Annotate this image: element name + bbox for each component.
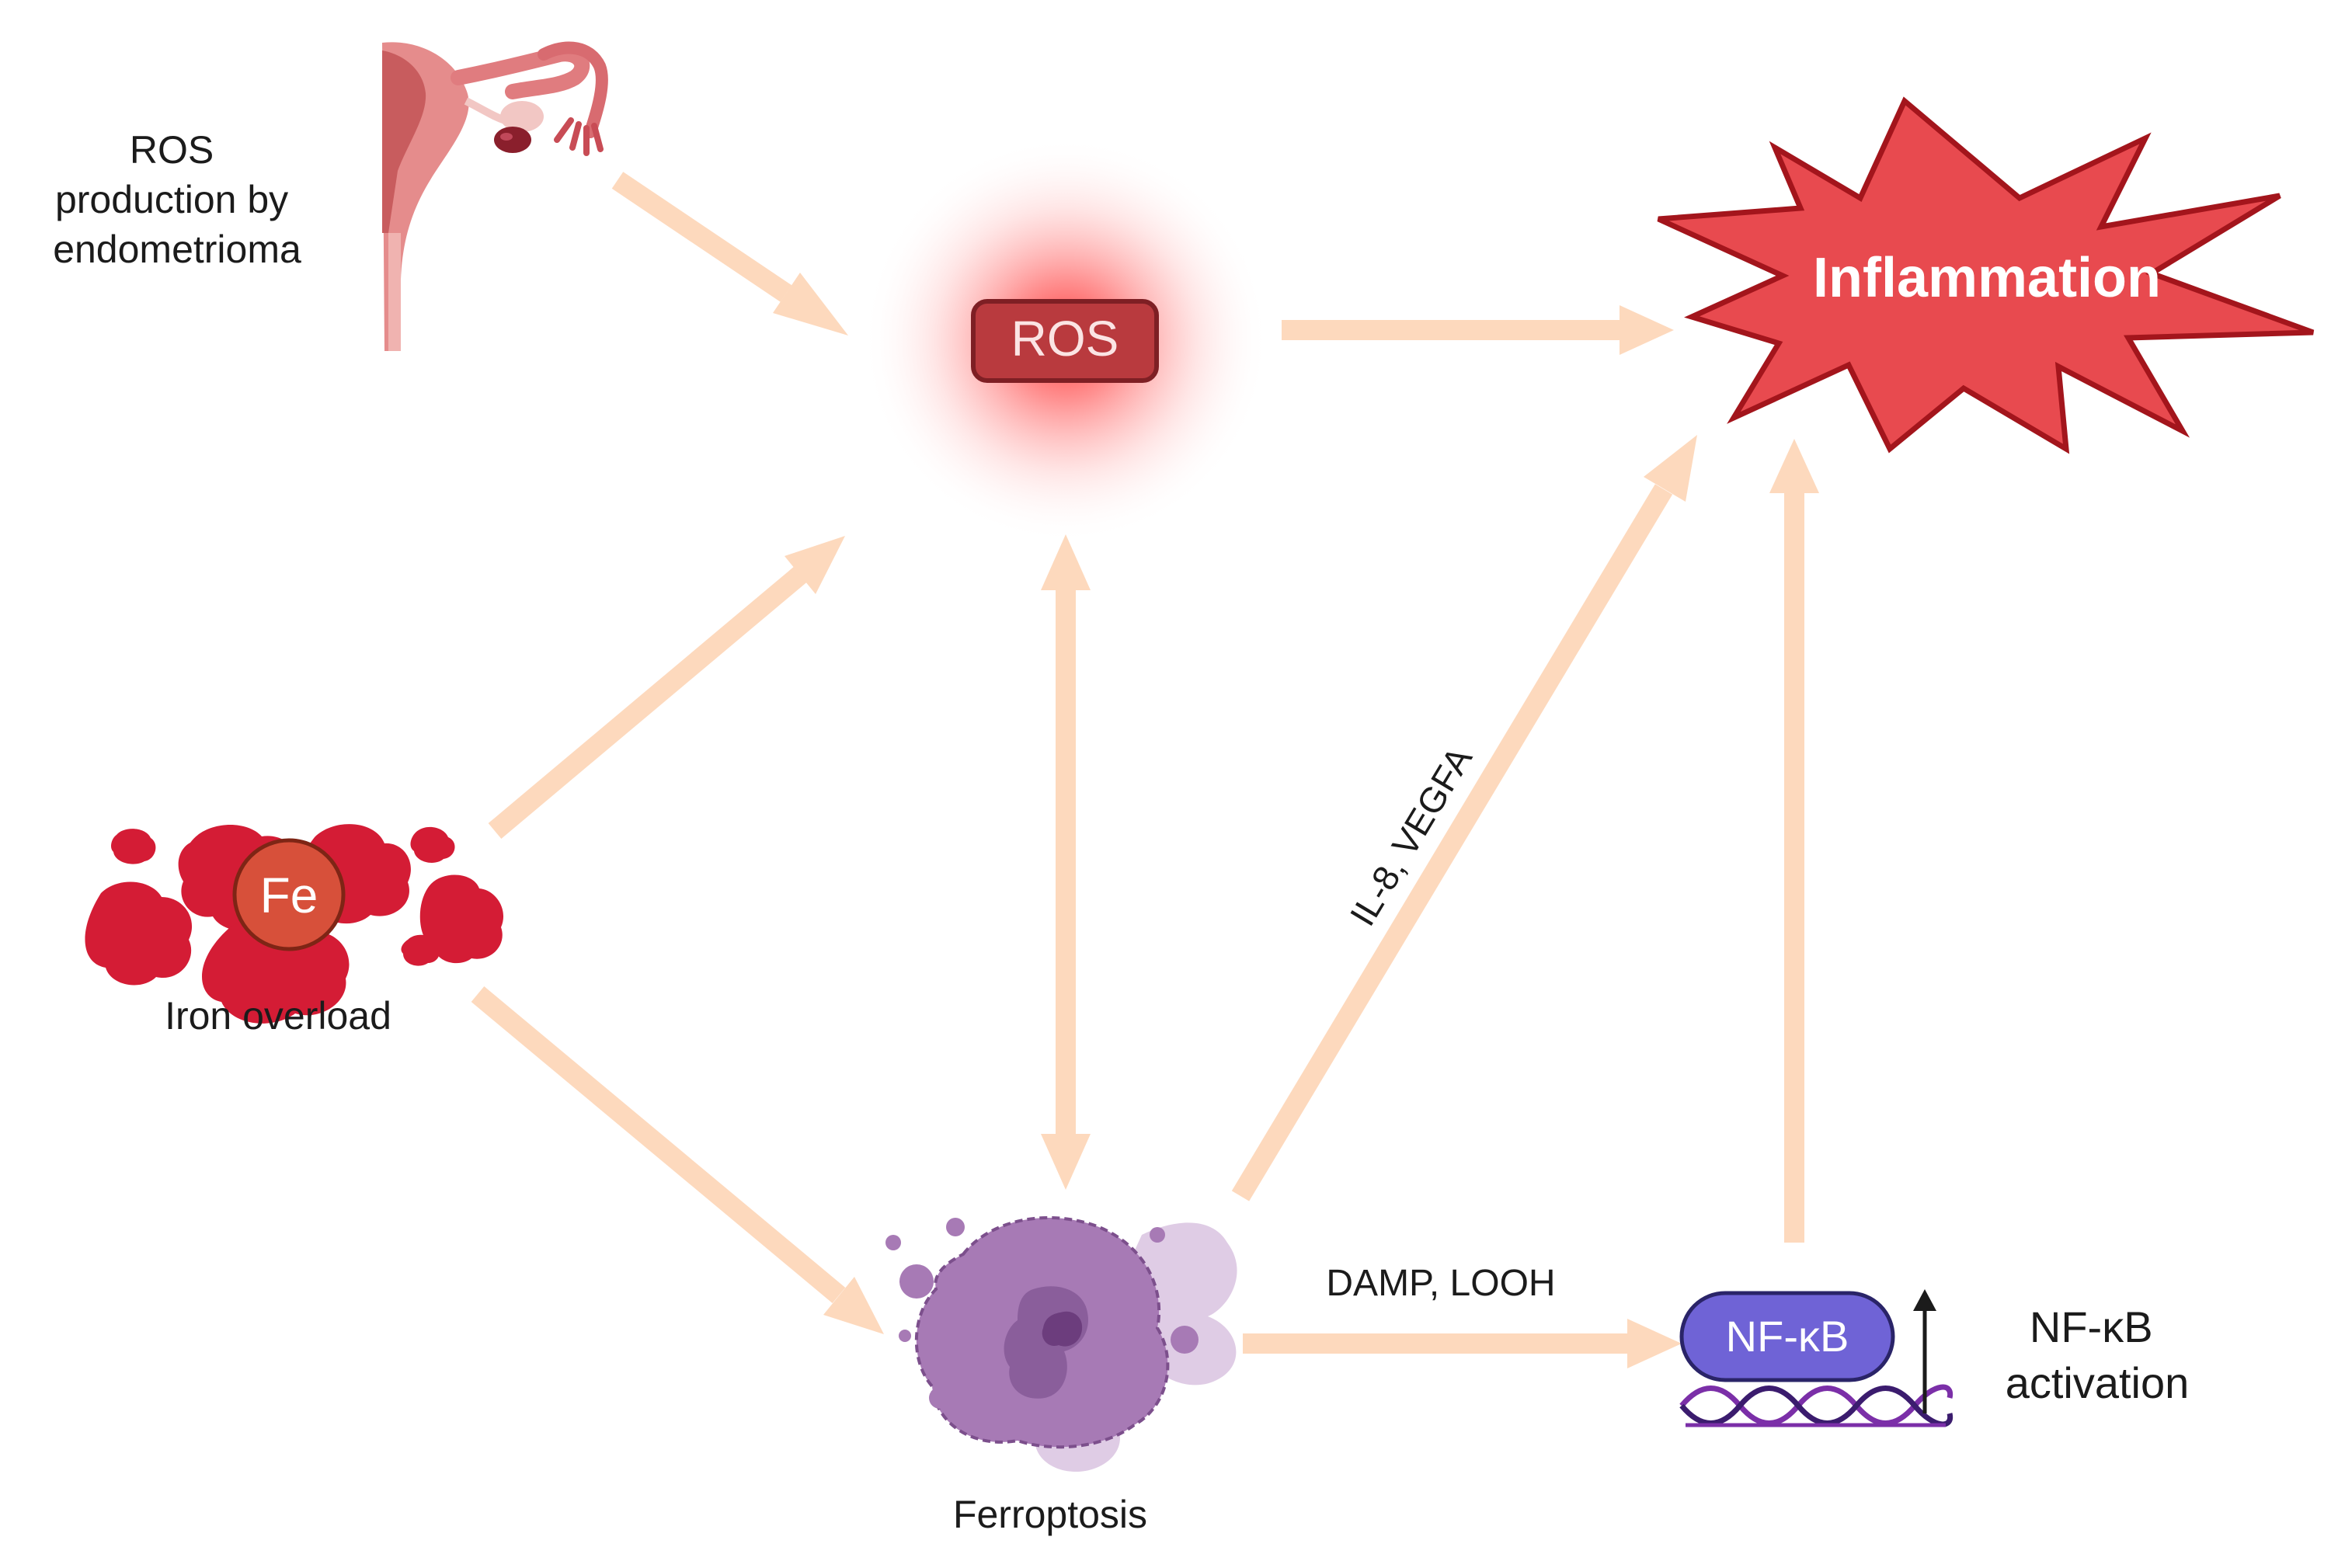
inflammation-burst-icon bbox=[1657, 96, 2315, 454]
iron-overload-label: Iron overload bbox=[165, 994, 391, 1038]
nfkb-node: NF-κB bbox=[1679, 1289, 1954, 1427]
ros-box bbox=[971, 299, 1159, 383]
nfkb-activation-label: NF-κB activation bbox=[2006, 1302, 2190, 1407]
arrow-ferroptosis-to-nfkb bbox=[1243, 1319, 1682, 1368]
edge-label-damp-looh: DAMP, LOOH bbox=[1326, 1263, 1555, 1304]
arrow-ferroptosis-to-inflammation bbox=[1231, 435, 1697, 1201]
ferroptotic-cell-icon bbox=[885, 1215, 1237, 1472]
arrow-endometrioma-to-ros bbox=[611, 172, 848, 336]
arrow-nfkb-to-inflammation bbox=[1769, 439, 1819, 1243]
inflammation-node: Inflammation bbox=[1657, 96, 2315, 454]
uterus-icon bbox=[382, 41, 608, 352]
fe-node: Fe bbox=[232, 838, 346, 951]
up-arrow-icon bbox=[1913, 1289, 1936, 1413]
arrow-ros-ferroptosis-bidirectional bbox=[1041, 534, 1091, 1190]
arrow-iron-to-ros bbox=[488, 536, 845, 839]
ros-label: ROS bbox=[1011, 311, 1119, 367]
arrows bbox=[471, 172, 1819, 1368]
arrow-iron-to-ferroptosis bbox=[471, 986, 884, 1334]
nfkb-label: NF-κB bbox=[1726, 1312, 1849, 1361]
fe-circle bbox=[232, 838, 346, 951]
inflammation-label: Inflammation bbox=[1813, 247, 2161, 309]
dna-helix-icon bbox=[1679, 1384, 1954, 1427]
fe-label: Fe bbox=[260, 867, 318, 923]
ros-node: ROS bbox=[862, 137, 1269, 544]
nfkb-box bbox=[1679, 1291, 1895, 1382]
ros-source-label: ROS production by endometrioma bbox=[53, 128, 301, 271]
ferroptosis-label: Ferroptosis bbox=[953, 1493, 1147, 1536]
arrow-ros-to-inflammation bbox=[1282, 305, 1674, 355]
